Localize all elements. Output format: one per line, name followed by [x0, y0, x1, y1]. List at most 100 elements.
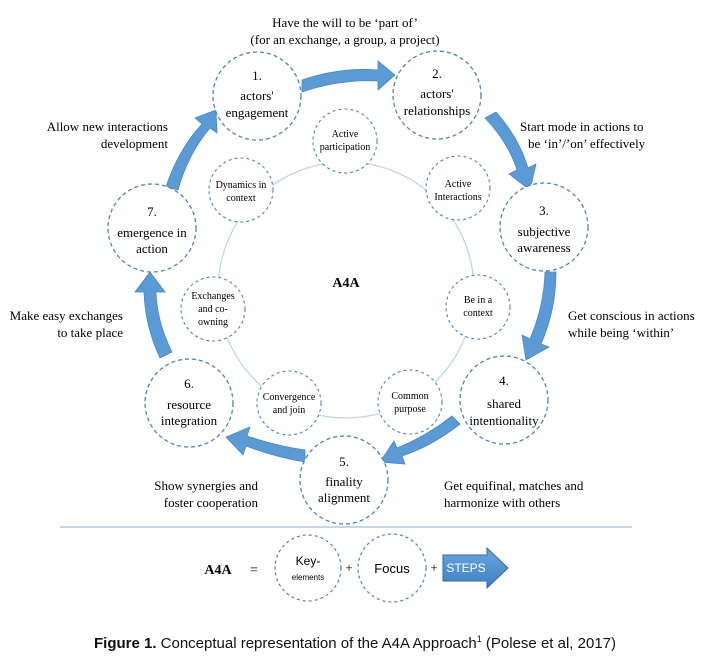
inner-node-be-in-a-context: Be in a context [445, 274, 511, 340]
key-elements-line: Key- [296, 554, 321, 568]
transition-2-3: Start mode in actions to be ‘in’/’on’ ef… [520, 119, 646, 151]
arrow-7-to-1 [165, 109, 218, 191]
formula-label: A4A [204, 563, 232, 578]
step-label-line: integration [161, 413, 218, 428]
annotation-line: while being ‘within’ [568, 325, 674, 340]
inner-node-line: Active [332, 129, 359, 140]
arrow-3-to-4 [521, 271, 557, 361]
annotation-line: Make easy exchanges [10, 308, 123, 323]
caption-footnote-mark: 1 [476, 634, 482, 644]
step-label-line: resource [167, 397, 211, 412]
steps-label: STEPS [446, 561, 485, 575]
annotation-line: foster cooperation [164, 495, 259, 510]
inner-node-line: purpose [394, 404, 426, 415]
step-label-line: awareness [517, 240, 570, 255]
formula-plus: + [430, 560, 437, 575]
inner-node-line: participation [320, 142, 371, 153]
arrow-1-to-2 [301, 60, 396, 93]
center-label: A4A [332, 276, 360, 291]
step-label-line: emergence in [117, 225, 187, 240]
step-number: 1. [252, 68, 262, 83]
inner-node-convergence-and-join: Convergence and join [256, 370, 322, 436]
figure-caption: Figure 1. Conceptual representation of t… [0, 634, 710, 652]
step-node-4: 4. shared intentionality [459, 355, 549, 445]
key-elements-line: elements [292, 573, 324, 582]
step-number: 7. [147, 204, 157, 219]
step-number: 3. [539, 203, 549, 218]
step-node-7: 7. emergence in action [107, 183, 197, 273]
key-elements-node: Key- elements [274, 534, 342, 602]
annotation-line: (for an exchange, a group, a project) [250, 32, 439, 47]
step-label-line: relationships [404, 103, 470, 118]
annotation-line: to take place [57, 325, 123, 340]
arrow-6-to-7 [134, 271, 173, 359]
step-label-line: alignment [318, 490, 370, 505]
inner-node-line: Convergence [263, 392, 316, 403]
caption-text: Conceptual representation of the A4A App… [156, 635, 477, 652]
transition-3-4: Get conscious in actions while being ‘wi… [568, 308, 695, 340]
figure-number: Figure 1. [93, 635, 157, 652]
inner-key-nodes: Active participation Active Interactions… [180, 108, 511, 436]
step-label-line: shared [487, 396, 521, 411]
transition-1-2: Have the will to be ‘part of’ (for an ex… [250, 15, 439, 47]
inner-node-common-purpose: Common purpose [377, 369, 443, 435]
inner-node-active-participation: Active participation [312, 108, 378, 174]
step-label-line: action [136, 241, 168, 256]
transition-7-1: Allow new interactions development [47, 119, 169, 151]
step-node-1: 1. actors' engagement [212, 51, 302, 141]
arrow-2-to-3 [484, 111, 537, 191]
step-label-line: finality [325, 474, 363, 489]
inner-node-line: and join [273, 405, 306, 416]
step-node-5: 5. finality alignment [299, 435, 389, 525]
transition-5-6: Show synergies and foster cooperation [154, 478, 258, 510]
formula-equals: = [250, 563, 258, 578]
inner-node-line: owning [198, 317, 228, 328]
transition-4-5: Get equifinal, matches and harmonize wit… [444, 478, 584, 510]
annotation-line: Start mode in actions to [520, 119, 643, 134]
inner-node-exchanges-and-co-owning: Exchanges and co- owning [180, 276, 246, 342]
step-label-line: actors' [240, 88, 273, 103]
arrow-5-to-6 [225, 426, 306, 463]
outer-step-nodes: 1. actors' engagement 2. actors' relatio… [107, 50, 589, 525]
step-label-line: engagement [226, 105, 289, 120]
inner-node-line: context [226, 193, 256, 204]
inner-node-active-interactions: Active Interactions [425, 155, 491, 221]
step-number: 4. [499, 373, 509, 388]
focus-node: Focus [357, 533, 427, 603]
inner-node-line: Exchanges [191, 291, 234, 302]
step-node-6: 6. resource integration [144, 358, 234, 448]
formula-row: A4A = Key- elements + Focus + STEPS [204, 533, 509, 603]
transition-6-7: Make easy exchanges to take place [10, 308, 124, 340]
annotation-line: Show synergies and [154, 478, 258, 493]
transition-annotations: Have the will to be ‘part of’ (for an ex… [10, 15, 695, 510]
step-label-line: intentionality [469, 413, 539, 428]
inner-node-line: Dynamics in [216, 180, 267, 191]
annotation-line: be ‘in’/’on’ effectively [528, 136, 646, 151]
annotation-line: Get equifinal, matches and [444, 478, 584, 493]
step-node-2: 2. actors' relationships [392, 50, 482, 140]
arrow-4-to-5 [379, 415, 461, 465]
step-number: 6. [184, 376, 194, 391]
inner-node-line: and co- [198, 304, 228, 315]
annotation-line: Have the will to be ‘part of’ [272, 15, 418, 30]
annotation-line: Get conscious in actions [568, 308, 695, 323]
formula-plus: + [345, 560, 352, 575]
step-node-3: 3. subjective awareness [499, 182, 589, 272]
inner-node-line: Be in a [464, 295, 493, 306]
annotation-line: development [101, 136, 169, 151]
step-number: 5. [339, 454, 349, 469]
step-label-line: actors' [420, 86, 453, 101]
step-number: 2. [432, 66, 442, 81]
inner-node-dynamics-in-context: Dynamics in context [208, 157, 274, 223]
annotation-line: harmonize with others [444, 495, 560, 510]
inner-node-line: Active [445, 179, 472, 190]
inner-node-line: Interactions [434, 192, 481, 203]
inner-node-line: context [463, 308, 493, 319]
focus-label: Focus [374, 561, 410, 576]
steps-arrow: STEPS [442, 546, 509, 590]
step-label-line: subjective [518, 224, 571, 239]
inner-node-line: Common [391, 391, 428, 402]
caption-citation: (Polese et al, 2017) [481, 635, 616, 652]
annotation-line: Allow new interactions [47, 119, 168, 134]
